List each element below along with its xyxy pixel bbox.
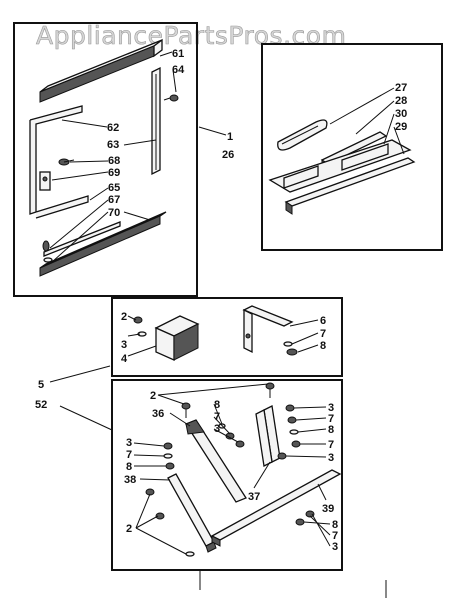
part-frame-bracket-62 xyxy=(29,105,89,219)
part-channel-29 xyxy=(284,157,416,215)
part-leg-38 xyxy=(167,473,217,553)
callout-3c: 3 xyxy=(126,437,132,449)
callout-62: 62 xyxy=(107,122,119,134)
part-arm-36 xyxy=(185,419,247,503)
callout-8a: 8 xyxy=(320,340,326,352)
callout-3a: 3 xyxy=(121,339,127,351)
callout-8c: 8 xyxy=(126,461,132,473)
part-vertical-channel-63 xyxy=(151,66,161,176)
callout-7c: 7 xyxy=(126,449,132,461)
callout-61: 61 xyxy=(172,48,184,60)
bolt-top-right xyxy=(265,382,275,398)
callout-7b: 7 xyxy=(214,411,220,423)
callout-7a: 7 xyxy=(320,328,326,340)
panel-bracket-kit xyxy=(111,297,343,377)
part-rail-39 xyxy=(210,469,342,547)
callout-3e: 3 xyxy=(328,452,334,464)
screws-67 xyxy=(42,240,53,263)
callout-65: 65 xyxy=(108,182,120,194)
part-l-bracket-6 xyxy=(242,305,294,354)
screw-2a xyxy=(133,316,143,324)
callout-70: 70 xyxy=(108,207,120,219)
part-bottom-rail-70 xyxy=(39,211,167,277)
callout-3d: 3 xyxy=(328,402,334,414)
part-latch-69 xyxy=(39,171,51,191)
callout-67: 67 xyxy=(108,194,120,206)
callout-6: 6 xyxy=(320,315,326,327)
callout-63: 63 xyxy=(107,139,119,151)
callout-1: 1 xyxy=(227,131,233,143)
screw-64 xyxy=(163,94,179,102)
callout-7d: 7 xyxy=(328,413,334,425)
part-foam-30 xyxy=(268,139,412,193)
callout-8e: 8 xyxy=(332,519,338,531)
part-block-4 xyxy=(154,315,200,362)
callout-69: 69 xyxy=(108,167,120,179)
callout-52: 52 xyxy=(35,399,47,411)
panel-support-bracket-kit xyxy=(111,379,343,571)
callout-36: 36 xyxy=(152,408,164,420)
callout-4: 4 xyxy=(121,353,128,365)
callout-39: 39 xyxy=(322,503,334,515)
callout-2c: 2 xyxy=(126,523,132,535)
callout-26: 26 xyxy=(222,149,234,161)
panel-seal-kit xyxy=(261,43,443,251)
callout-27: 27 xyxy=(395,82,407,94)
callout-68: 68 xyxy=(108,155,120,167)
part-top-rail-61 xyxy=(39,38,163,103)
callout-38: 38 xyxy=(124,474,136,486)
callout-2b: 2 xyxy=(150,390,156,402)
hardware-7-8a xyxy=(283,341,298,356)
callout-37: 37 xyxy=(248,491,260,503)
callout-29: 29 xyxy=(395,121,407,133)
bolt-top-left xyxy=(181,402,191,418)
callout-8d: 8 xyxy=(328,424,334,436)
callout-28: 28 xyxy=(395,95,407,107)
part-seal-27 xyxy=(277,119,328,151)
callout-64: 64 xyxy=(172,64,185,76)
part-brace-37 xyxy=(255,405,281,467)
callout-8b: 8 xyxy=(214,399,220,411)
panel-side-curtain-frame xyxy=(13,22,198,297)
callout-3b: 3 xyxy=(214,423,220,435)
screw-68 xyxy=(58,158,75,166)
callout-2a: 2 xyxy=(121,311,127,323)
callout-5: 5 xyxy=(38,379,44,391)
callout-30: 30 xyxy=(395,108,407,120)
callout-3f: 3 xyxy=(332,541,338,553)
watermark-text: AppliancePartsPros.com xyxy=(36,21,346,50)
callout-7e: 7 xyxy=(328,439,334,451)
callout-7f: 7 xyxy=(332,530,338,542)
part-strip-65 xyxy=(43,221,121,257)
